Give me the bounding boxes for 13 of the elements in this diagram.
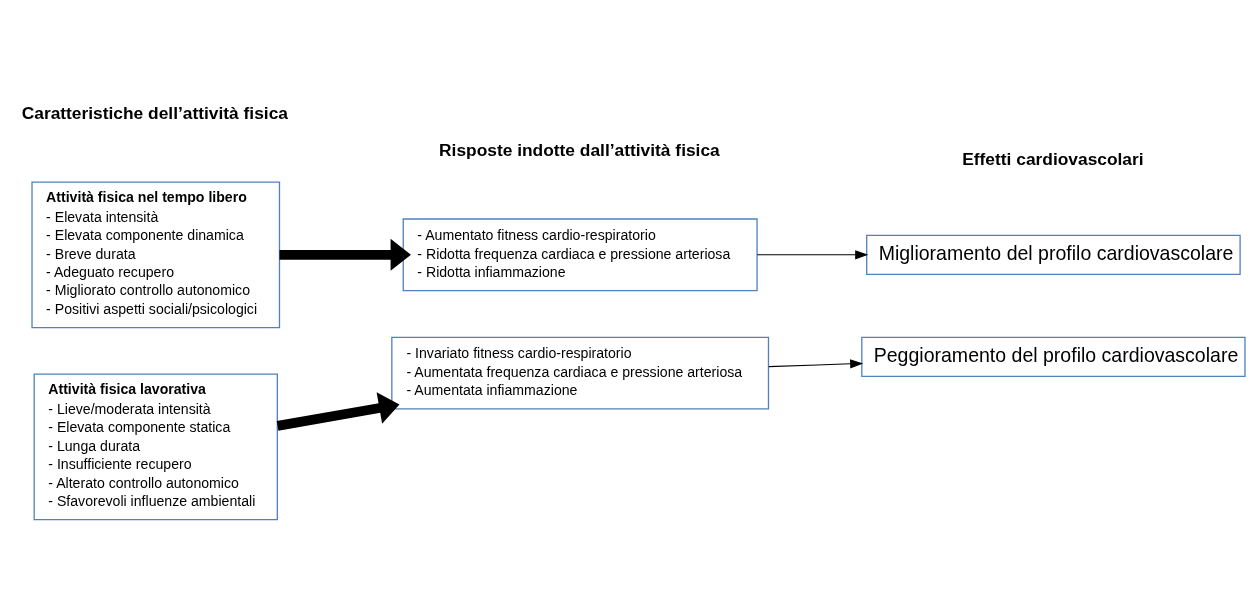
label: Caratteristiche dell’attività fisica — [21, 102, 288, 123]
node-box: - Invariato fitness cardio-respiratorio - Aumentata frequenza cardiaca e pressione arteriosa - Aumentata infiammazione — [391, 336, 770, 410]
arrow — [276, 391, 400, 431]
arrow — [768, 358, 864, 368]
node-box: - Aumentato fitness cardio-respiratorio - Ridotta frequenza cardiaca e pressione arteriosa - Ridotta infiammazione — [402, 217, 758, 291]
arrow — [279, 238, 411, 271]
node-box: Peggioramento del profilo cardiovascolare — [861, 336, 1246, 377]
node-box: Miglioramento del profilo cardiovascolare — [866, 234, 1241, 275]
node-box: Attività fisica nel tempo libero - Elevata intensità - Elevata componente dinamica - Breve durata - Adeguato recupero - Migliorato controllo autonomico - Positivi aspetti sociali/psicologici — [31, 180, 281, 328]
node-box: Attività fisica lavorativa - Lieve/moderata intensità - Elevata componente statica - Lunga durata - Insufficiente recupero - Alterato controllo autonomico - Sfavorevoli influenze ambientali — [33, 373, 278, 520]
arrow — [756, 249, 869, 259]
label: Effetti cardiovascolari — [962, 148, 1144, 169]
label: Risposte indotte dall’attività fisica — [439, 139, 720, 160]
